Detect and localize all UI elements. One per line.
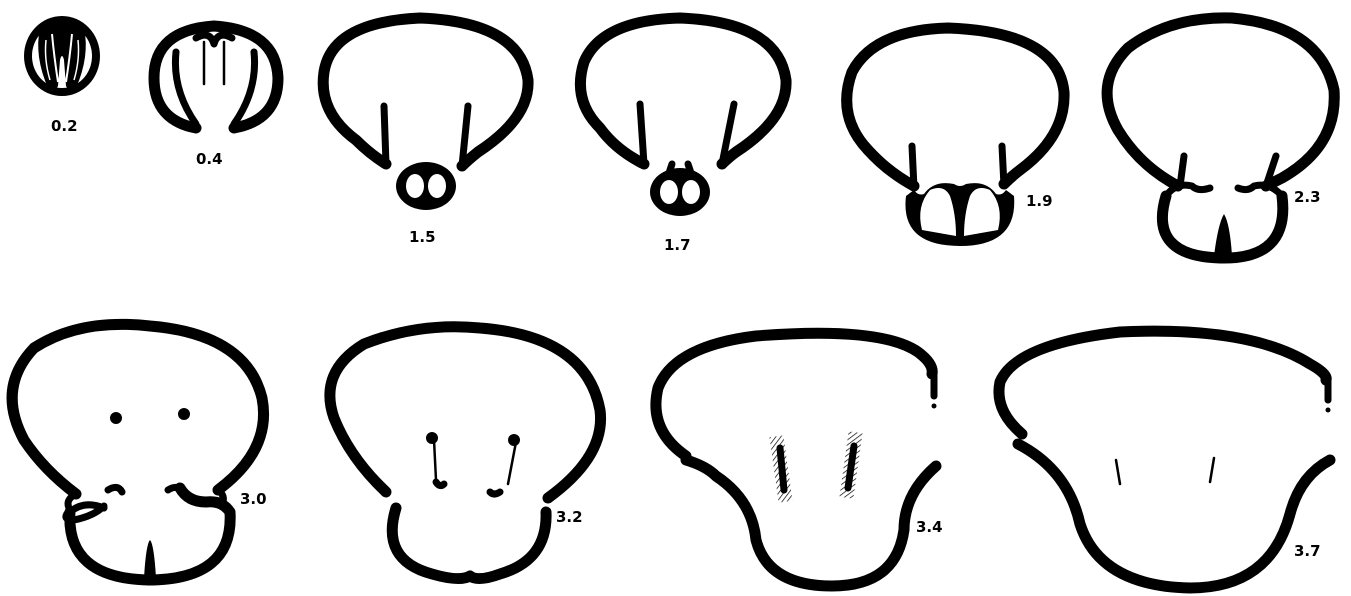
stage-2-3-outline [1107, 18, 1334, 258]
stage-0-4-outline [154, 26, 278, 128]
stage-label-2-3: 2.3 [1294, 188, 1321, 206]
stage-label-0-4: 0.4 [196, 150, 223, 168]
stage-label-1-9: 1.9 [1026, 192, 1053, 210]
stage-3-7-outline [999, 331, 1331, 588]
stage-label-0-2: 0.2 [51, 117, 78, 135]
stage-label-3-4: 3.4 [916, 518, 943, 536]
stage-3-4-outline [656, 333, 937, 586]
stage-label-3-0: 3.0 [240, 490, 267, 508]
stage-label-3-2: 3.2 [556, 508, 583, 526]
stage-1-5-outline [323, 18, 528, 210]
stage-label-1-5: 1.5 [409, 228, 436, 246]
stage-3-0-outline [12, 324, 263, 580]
stage-0-2-outline [24, 16, 100, 96]
stage-label-1-7: 1.7 [664, 236, 691, 254]
stage-1-9-outline [847, 28, 1064, 246]
stage-label-3-7: 3.7 [1294, 542, 1321, 560]
stage-3-2-outline [330, 327, 601, 579]
stage-1-7-outline [580, 18, 786, 216]
